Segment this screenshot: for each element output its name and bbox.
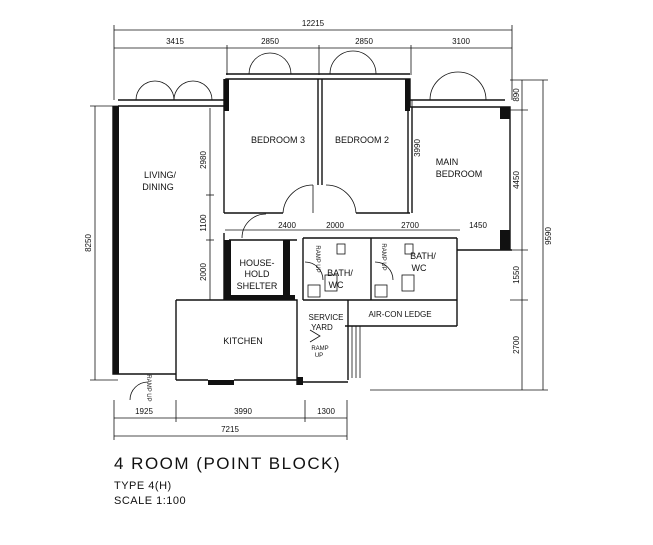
dim-top-2850-b: 2850 <box>355 37 373 46</box>
label-bedroom-2: BEDROOM 2 <box>335 135 389 145</box>
label-ramp-bath1: RAMP UP <box>314 245 320 272</box>
dim-inner-1100: 1100 <box>199 214 208 232</box>
label-main-bedroom-line2: BEDROOM <box>436 169 483 179</box>
dim-top-3100: 3100 <box>452 37 470 46</box>
dim-bottom-7215: 7215 <box>221 425 239 434</box>
label-service-line1: SERVICE <box>309 313 344 322</box>
dim-inner-2980: 2980 <box>199 151 208 169</box>
label-living-line1: LIVING/ <box>144 170 177 180</box>
dim-overall-width: 12215 <box>302 19 325 28</box>
dim-right-1550: 1550 <box>512 266 521 284</box>
dim-left-8250: 8250 <box>84 234 93 252</box>
dim-bottom-3990: 3990 <box>234 407 252 416</box>
label-bath2-line2: WC <box>412 263 427 273</box>
label-shelter-line1: HOUSE- <box>239 258 274 268</box>
label-kitchen: KITCHEN <box>223 336 263 346</box>
dim-right-890: 890 <box>512 88 521 102</box>
label-bath1-line1: BATH/ <box>327 268 353 278</box>
plan-scale: SCALE 1:100 <box>114 495 187 507</box>
dim-inner-2000: 2000 <box>199 263 208 281</box>
dim-top-3415: 3415 <box>166 37 184 46</box>
label-ramp-up-line1: RAMP <box>311 346 328 352</box>
dim-bottom-1300: 1300 <box>317 407 335 416</box>
dim-right-2700: 2700 <box>512 336 521 354</box>
dim-top-2850-a: 2850 <box>261 37 279 46</box>
label-bath1-line2: WC <box>329 280 344 290</box>
label-main-bedroom-line1: MAIN <box>436 157 459 167</box>
dim-right-9590: 9590 <box>544 227 553 245</box>
label-service-line2: YARD <box>311 323 333 332</box>
label-living-line2: DINING <box>142 182 174 192</box>
label-shelter-line2: HOLD <box>244 269 270 279</box>
label-bath2-line1: BATH/ <box>410 251 436 261</box>
dim-right-4450: 4450 <box>512 171 521 189</box>
dim-inner-3990: 3990 <box>413 139 422 157</box>
label-aircon-ledge: AIR-CON LEDGE <box>368 310 431 319</box>
plan-type: TYPE 4(H) <box>114 480 172 492</box>
dim-bottom-1925: 1925 <box>135 407 153 416</box>
label-ramp-entry: RAMP UP <box>145 374 151 401</box>
label-shelter-line3: SHELTER <box>237 281 278 291</box>
dim-mid-1450: 1450 <box>469 221 487 230</box>
plan-title: 4 ROOM (POINT BLOCK) <box>114 454 342 473</box>
label-bedroom-3: BEDROOM 3 <box>251 135 305 145</box>
dim-mid-2400: 2400 <box>278 221 296 230</box>
label-ramp-up-line2: UP <box>315 353 323 359</box>
label-ramp-bath2: RAMP UP <box>380 243 386 270</box>
dim-mid-2000: 2000 <box>326 221 344 230</box>
dim-mid-2700: 2700 <box>401 221 419 230</box>
